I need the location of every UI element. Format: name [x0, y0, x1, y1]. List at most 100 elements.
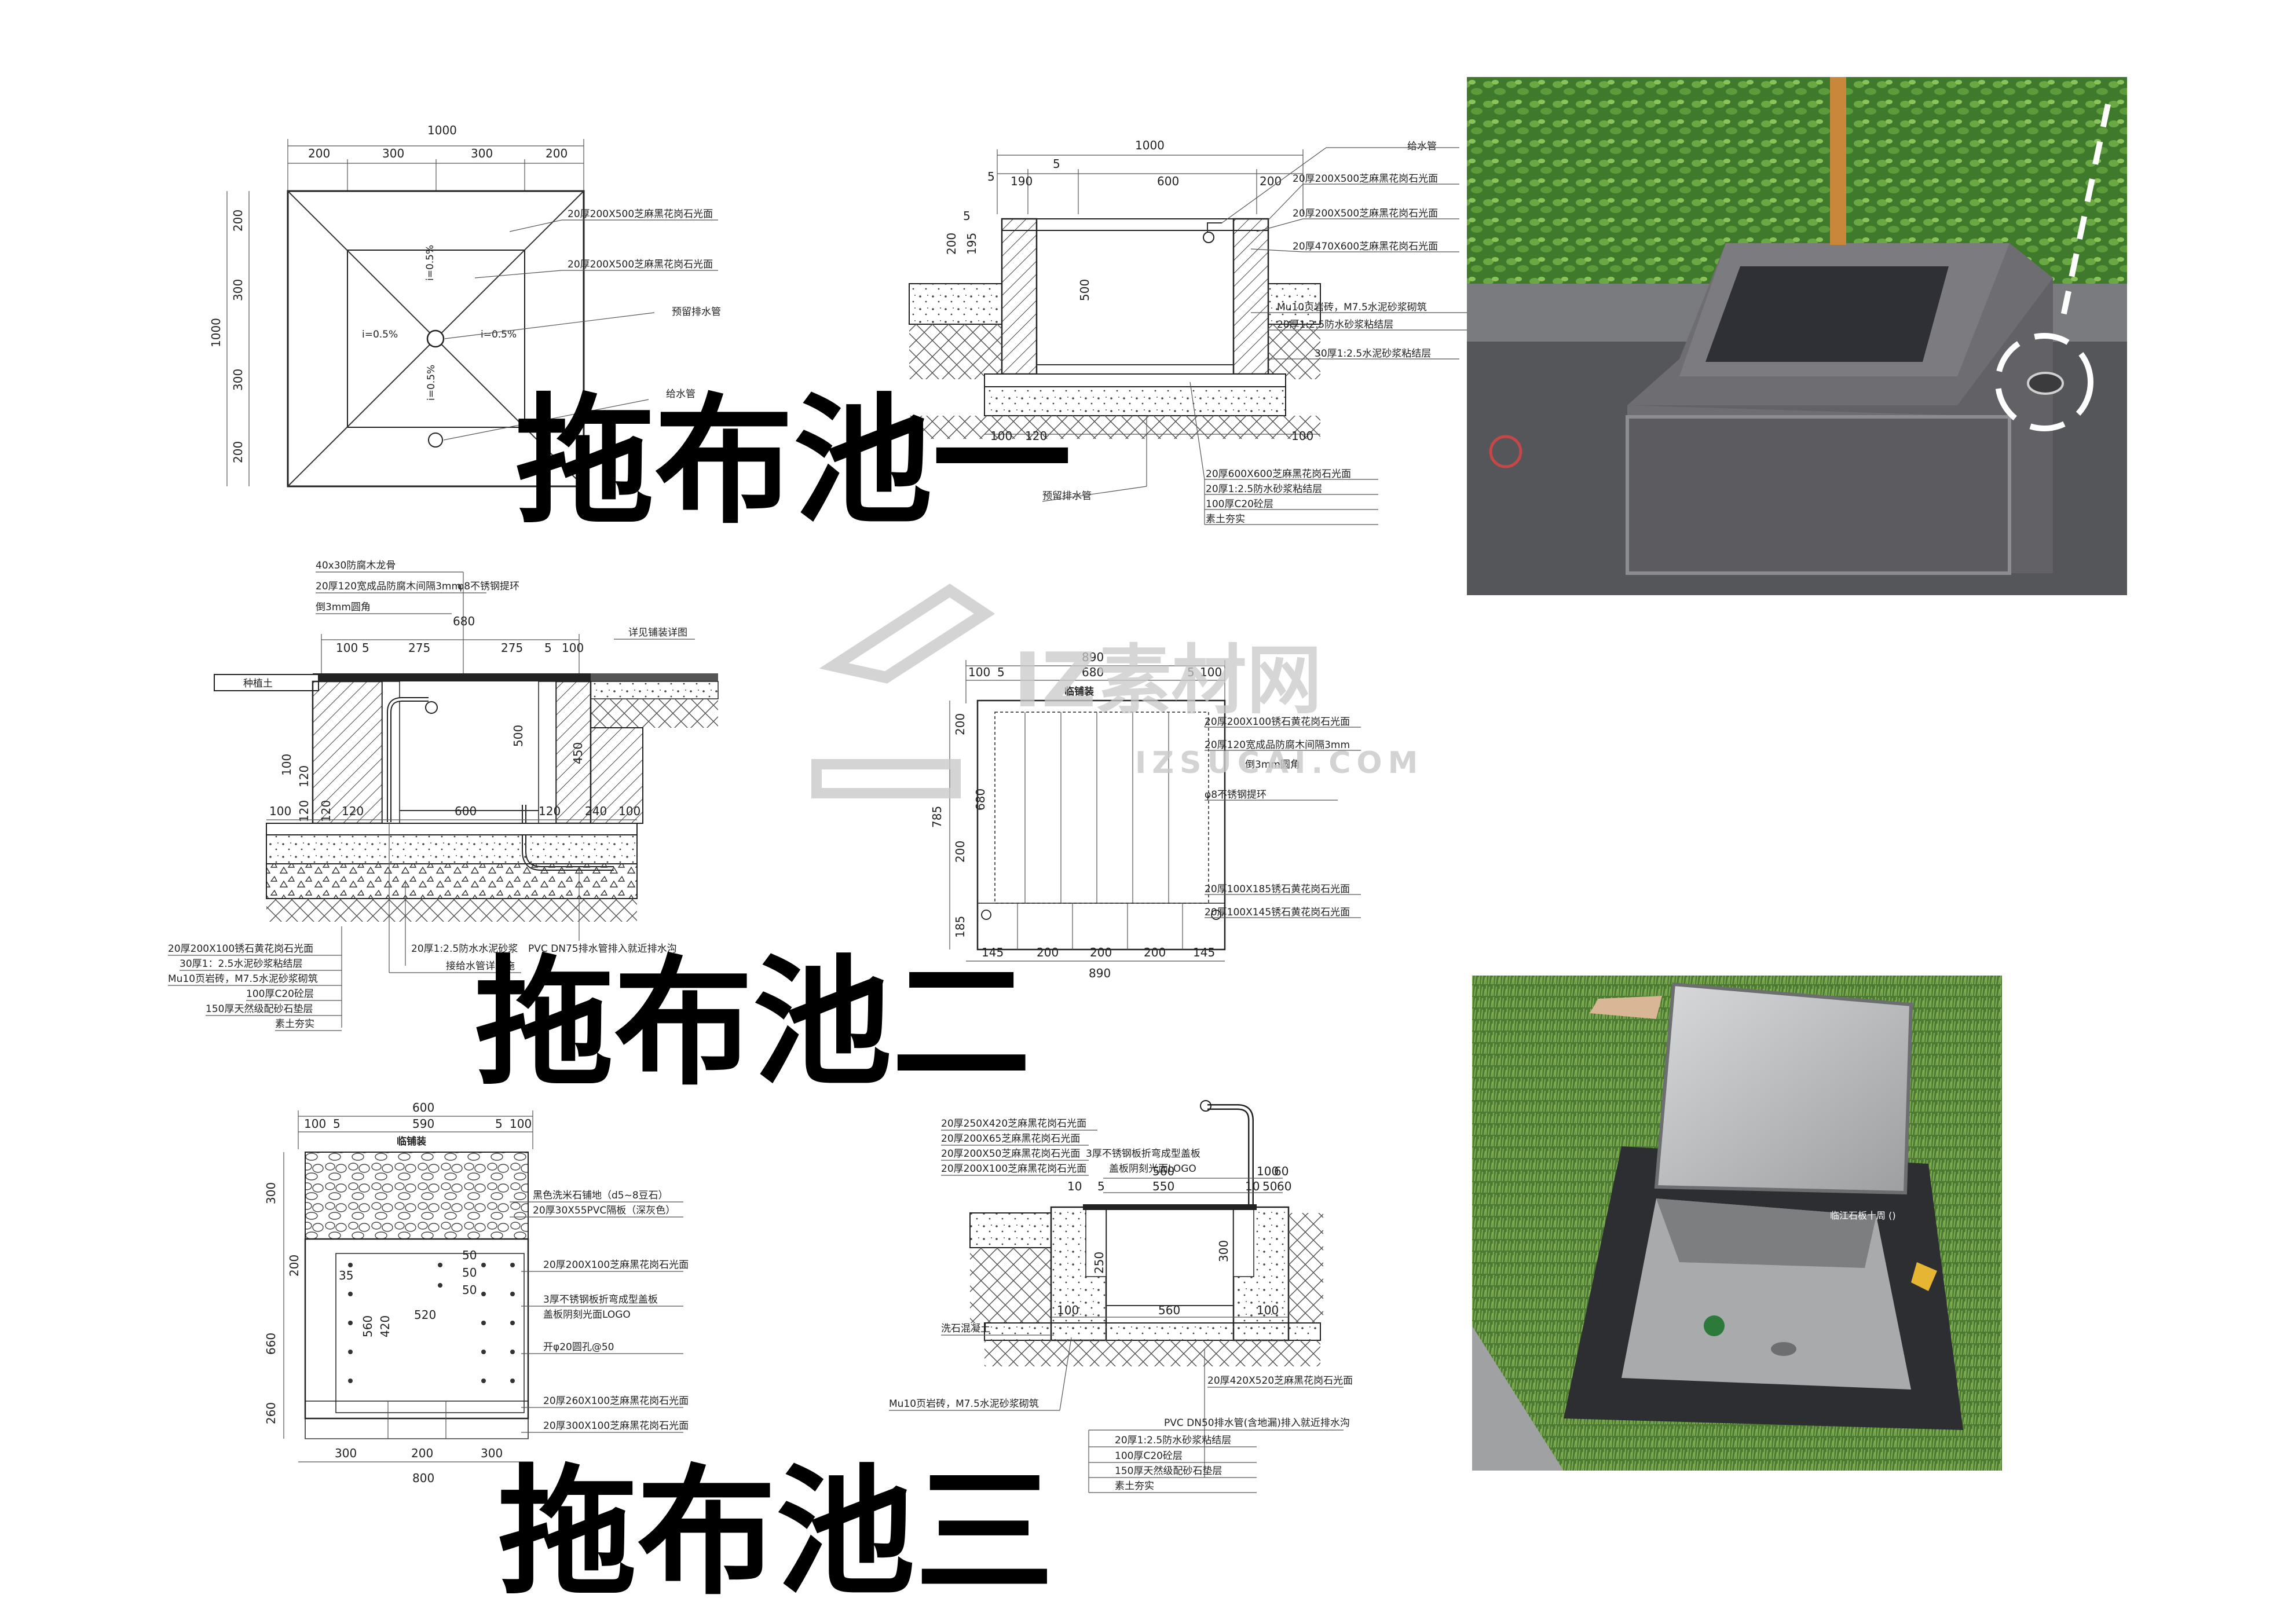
- watermark: IZ素材网 IZSUCAI.COM: [811, 584, 1423, 798]
- pool2-section-note: φ8不锈钢提环: [457, 581, 519, 592]
- pool2-section-note: 40x30防腐木龙骨: [316, 560, 396, 571]
- pool2-section-note: 接给水管详水施: [446, 961, 515, 972]
- pool1-section-dim: 1000: [1135, 138, 1165, 152]
- pool2-plan-dim: 785: [930, 806, 944, 828]
- pool1-section-note: 30厚1:2.5水泥砂浆粘结层: [1315, 348, 1431, 360]
- pool3-plan-dim: 200: [411, 1446, 433, 1460]
- pool2-plan-dim: 890: [1082, 650, 1104, 664]
- pool2-plan-dim: 200: [953, 841, 967, 863]
- pool3-plan-note: 盖板阴刻光面LOGO: [543, 1309, 631, 1321]
- pool3-section-dim: 100: [1257, 1303, 1279, 1317]
- pool3-section-dim: 10: [1067, 1179, 1082, 1193]
- pool2-section-note: 20厚1:2.5防水水泥砂浆: [411, 943, 518, 955]
- pool1-plan-dim: 300: [231, 369, 245, 391]
- pool1-section-dim: 195: [965, 233, 979, 255]
- pool2-plan-dim: 5: [997, 665, 1005, 679]
- pool2-section-dim: 100: [618, 804, 640, 818]
- pool3-section-dim: 5: [1097, 1179, 1105, 1193]
- pool2-plan-dim: 100: [1200, 665, 1222, 679]
- pool2-section-dim: 240: [585, 804, 607, 818]
- pool1-plan-dim: 200: [231, 441, 245, 463]
- pool2-section-dim: 275: [408, 641, 430, 655]
- pool3-plan-dim: 100: [510, 1117, 532, 1131]
- pool1-section-note: 给水管: [1407, 141, 1437, 152]
- pool3-plan-note: 20厚30X55PVC隔板（深灰色）: [533, 1205, 675, 1216]
- pool1-section-dim: 100: [1291, 429, 1313, 443]
- pool2-section-dim: 5: [362, 641, 369, 655]
- pool2-section-dim: 120: [342, 804, 364, 818]
- pool1-section-note: 20厚200X500芝麻黑花岗石光面: [1293, 208, 1438, 219]
- pool2-section-view: 40x30防腐木龙骨 20厚120宽成品防腐木间隔3mm φ8不锈钢提环 倒3m…: [168, 560, 719, 1031]
- pool2-section-dim: 100: [562, 641, 584, 655]
- pool3-section-dim: 550: [1152, 1179, 1174, 1193]
- pool2-plan-dim: 200: [1090, 945, 1112, 959]
- pool3-plan-dim: 260: [264, 1402, 278, 1424]
- pool3-plan-dim: 35: [339, 1269, 353, 1282]
- pool2-plan-dim: 200: [1144, 945, 1166, 959]
- pool1-section-note: 20厚600X600芝麻黑花岗石光面: [1206, 468, 1351, 480]
- pool1-plan-dim: 300: [382, 146, 404, 160]
- pool1-plan-note: 20厚200X500芝麻黑花岗石光面: [568, 208, 713, 220]
- pool2-plan-dim: 145: [1193, 945, 1215, 959]
- slope-label: i=0.5%: [481, 329, 517, 340]
- pool2-section-note: 素土夯实: [275, 1018, 314, 1030]
- pool2-plan-dim: 145: [982, 945, 1004, 959]
- pool2-plan-note: φ8不锈钢提环: [1205, 789, 1267, 801]
- pool3-plan-dim: 800: [412, 1471, 434, 1485]
- pool2-title: 拖布池二: [475, 941, 1031, 1104]
- pool3-plan-dim: 300: [264, 1182, 278, 1204]
- pool3-plan-dim: 420: [378, 1315, 392, 1337]
- pool1-section-dim: 200: [1260, 174, 1282, 188]
- pool1-section-view: 1000 5 5 190 600 200 5 195 200 500 100 1…: [909, 138, 1483, 525]
- pool2-section-dim: 120: [297, 800, 311, 822]
- pool1-plan-note: 预留排水管: [672, 306, 721, 318]
- pool3-section-dim: 10: [1245, 1179, 1260, 1193]
- pool1-section-note: 20厚470X600芝麻黑花岗石光面: [1293, 241, 1438, 252]
- pool3-plan-label: 临铺装: [397, 1135, 426, 1148]
- pool3-plan-note: 20厚260X100芝麻黑花岗石光面: [543, 1395, 689, 1407]
- pool2-section-note: 30厚1：2.5水泥砂浆粘结层: [180, 958, 302, 970]
- pool3-plan-dim: 200: [287, 1255, 301, 1277]
- pool2-section-dim: 100: [280, 754, 294, 776]
- pool3-plan-note: 开φ20圆孔@50: [543, 1341, 614, 1353]
- pool3-plan-view: 600 590 100 5 5 100 临铺装 300 200 660 260 …: [264, 1101, 689, 1485]
- pool1-section-dim: 200: [945, 233, 958, 255]
- pool2-section-dim: 120: [319, 800, 333, 822]
- pool3-plan-dim: 50: [462, 1266, 477, 1280]
- pool2-section-note: PVC DN75排水管排入就近排水沟: [528, 943, 677, 955]
- slope-label: i=0.5%: [424, 245, 436, 281]
- pool3-section-dim: 100: [1057, 1303, 1079, 1317]
- pool2-section-dim: 450: [571, 742, 585, 764]
- planting-soil-label: 种植土: [243, 678, 273, 690]
- pool1-plan-dim: 200: [231, 210, 245, 232]
- pool2-section-note: 20厚200X100锈石黄花岗石光面: [168, 943, 313, 955]
- pool2-section-note: 20厚120宽成品防腐木间隔3mm: [316, 581, 461, 592]
- pool2-section-note: Mu10页岩砖，M7.5水泥砂浆砌筑: [168, 973, 318, 985]
- pool1-section-note: 20厚200X500芝麻黑花岗石光面: [1293, 173, 1438, 185]
- pool1-section-dim: 5: [963, 209, 971, 223]
- pool3-section-dim: 60: [1277, 1179, 1291, 1193]
- pool3-section-note: 3厚不锈钢板折弯成型盖板: [1086, 1148, 1200, 1160]
- pool3-title: 拖布池三: [498, 1450, 1054, 1614]
- pool3-plan-dim: 50: [462, 1283, 477, 1297]
- pool3-section-note: PVC DN50排水管(含地漏)排入就近排水沟: [1164, 1417, 1350, 1429]
- pool3-plan-dim: 300: [335, 1446, 357, 1460]
- pool2-section-dim: 600: [455, 804, 477, 818]
- pool1-section-dim: 100: [990, 429, 1012, 443]
- pool3-plan-dim: 100: [304, 1117, 326, 1131]
- watermark-url: IZSUCAI.COM: [1135, 746, 1423, 780]
- pool3-section-dim: 100: [1257, 1164, 1279, 1178]
- pool3-plan-dim: 50: [462, 1248, 477, 1262]
- photo2-caption: 临江石板十周 (): [1830, 1210, 1896, 1221]
- pool3-section-note: 洗石混凝土: [941, 1323, 990, 1335]
- pool3-plan-dim: 520: [414, 1308, 436, 1322]
- pool3-section-note: 20厚1:2.5防水砂浆粘结层: [1115, 1435, 1231, 1446]
- watermark-brand: IZ素材网: [1013, 636, 1322, 724]
- pool2-plan-note: 20厚120宽成品防腐木间隔3mm: [1205, 739, 1350, 751]
- pool2-plan-dim: 5: [1187, 665, 1195, 679]
- pool1-plan-note: 给水管: [666, 388, 696, 400]
- pool3-plan-dim: 600: [412, 1101, 434, 1115]
- pool3-plan-note: 3厚不锈钢板折弯成型盖板: [543, 1294, 658, 1306]
- pool1-section-note: 20厚1:2.5防水砂浆粘结层: [1277, 319, 1393, 331]
